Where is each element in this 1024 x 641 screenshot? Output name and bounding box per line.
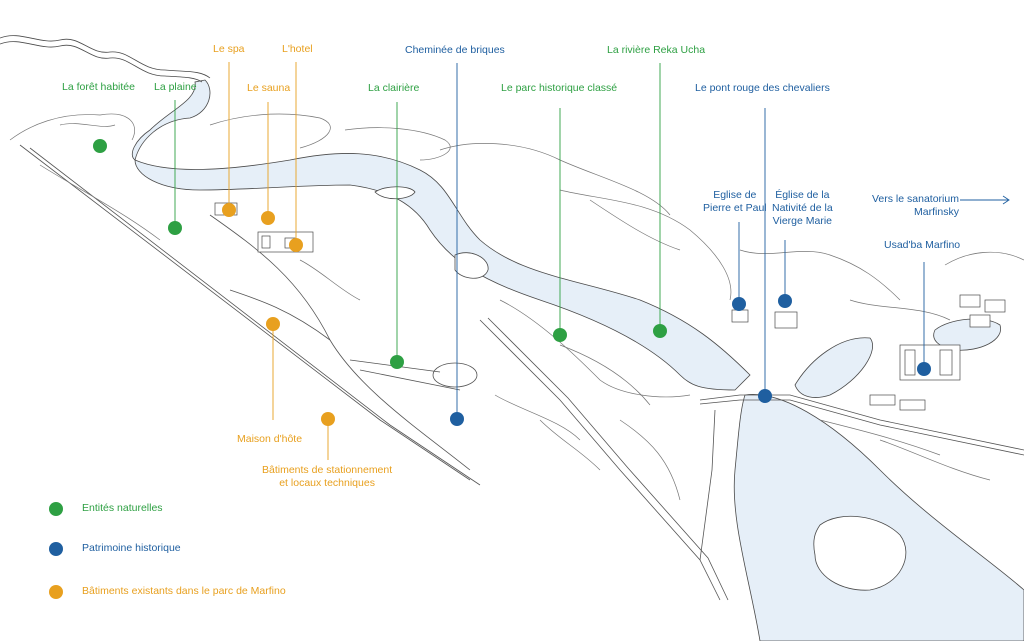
label-spa: Le spa <box>213 43 245 55</box>
marker-clairiere <box>390 355 404 369</box>
label-sanatorium: Vers le sanatorium Marfinsky <box>872 193 959 218</box>
stream-northwest <box>0 35 211 79</box>
marker-parc <box>553 328 567 342</box>
marker-maison <box>266 317 280 331</box>
marker-foret <box>93 139 107 153</box>
legend-nature-label: Entités naturelles <box>82 502 163 514</box>
markers <box>93 139 931 426</box>
legend-nature-swatch <box>49 502 63 516</box>
vegetation <box>9 113 1024 501</box>
pond-center <box>374 186 416 200</box>
legend-heritage-swatch <box>49 542 63 556</box>
label-eglise-nv: Église de la Nativité de la Vierge Marie <box>772 189 833 227</box>
marker-batiments <box>321 412 335 426</box>
stream-northwest-2 <box>0 41 203 83</box>
pond-east <box>794 337 873 398</box>
marker-pont <box>758 389 772 403</box>
label-foret: La forêt habitée <box>62 81 135 93</box>
label-cheminee: Cheminée de briques <box>405 44 505 56</box>
label-riviere: La rivière Reka Ucha <box>607 44 706 56</box>
label-pont: Le pont rouge des chevaliers <box>695 82 830 94</box>
label-hotel: L'hotel <box>282 43 313 55</box>
legend-heritage-label: Patrimoine historique <box>82 542 181 554</box>
marker-plaine <box>168 221 182 235</box>
water-bodies <box>131 79 1024 641</box>
marker-spa <box>222 203 236 217</box>
label-sauna: Le sauna <box>247 82 291 94</box>
lake-south <box>733 394 1024 641</box>
label-maison: Maison d'hôte <box>237 433 303 445</box>
marker-sauna <box>261 211 275 225</box>
marker-cheminee <box>450 412 464 426</box>
label-batiments: Bâtiments de stationnement et locaux tec… <box>262 464 393 489</box>
river-reka-ucha <box>134 153 751 391</box>
label-parc: Le parc historique classé <box>501 82 618 94</box>
island-lake <box>813 515 907 591</box>
legend-existing-swatch <box>49 585 63 599</box>
label-plaine: La plaine <box>154 81 197 93</box>
marker-hotel <box>289 238 303 252</box>
leader-lines <box>174 62 1010 460</box>
marker-eglise-nv <box>778 294 792 308</box>
label-clairiere: La clairière <box>368 82 420 94</box>
legend-existing-label: Bâtiments existants dans le parc de Marf… <box>82 585 286 597</box>
island-river <box>454 252 489 279</box>
roads <box>19 144 1024 601</box>
marker-eglise-pp <box>732 297 746 311</box>
label-eglise-pp: Eglise de Pierre et Paul <box>703 189 767 214</box>
label-usadba: Usad'ba Marfino <box>884 239 961 251</box>
marker-usadba <box>917 362 931 376</box>
marker-riviere <box>653 324 667 338</box>
